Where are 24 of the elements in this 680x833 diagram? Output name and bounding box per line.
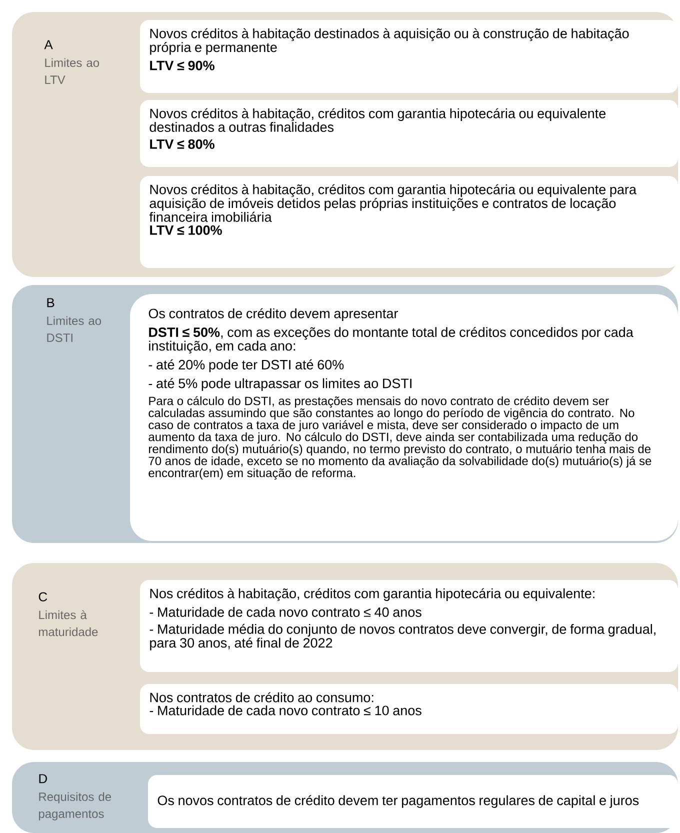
node-label: Novos créditos à habitação destinados à aquisição ou à construção de habitação própria e permanente <box>150 28 629 55</box>
node-label: Novos créditos à habitação, créditos com garantia hipotecária ou equivalente destinados a outras finalidades <box>150 108 606 132</box>
text-box: Novos créditos à habitação destinados à aquisição ou à construção de habitação própria e permanente LTV ≤ 90% <box>140 20 678 93</box>
node-label: - Maturidade de cada novo contrato ≤ 40 anos <box>150 607 422 617</box>
node-label: DSTI ≤ 50%, com as exceções do montante total de créditos concedidos por cada instituição, em cada ano: <box>149 326 634 354</box>
node-label: Nos contratos de crédito ao consumo: <box>150 692 374 702</box>
node-label: Nos créditos à habitação, créditos com garantia hipotecária ou equivalente: <box>150 588 594 601</box>
node-label: LTV ≤ 80% <box>150 139 214 149</box>
text-box: Os novos contratos de crédito devem ter pagamentos regulares de capital e juros <box>148 775 678 828</box>
node-label: LTV ≤ 90% <box>150 60 214 70</box>
node-label: Para o cálculo do DSTI, as prestações mensais do novo contrato de crédito devem ser calculadas assumindo que são constantes ao longo do período de vigência do contrato. No caso de contratos a taxa de juro variável e mista, deve ser considerado o impacto de um aumento da taxa de juro. No cálculo do DSTI, deve ainda ser contabilizada uma redução do rendimento do(s) mutuário(s) quando, no termo previsto do contrato, o mutuário tenha mais de 70 anos de idade, exceto se no momento da avaliação da solvabilidade do(s) mutuário(s) já se encontrar(em) em situação de reforma. <box>148 396 652 480</box>
text-box: Os contratos de crédito devem apresentar DSTI ≤ 50%, com as exceções do montante total de créditos concedidos por cada instituição, em cada ano: - até 20% pode ter DSTI até 60% - até 5% pode ultrapassar os limites ao DSTI Para o cálculo do DSTI, as prestações mensais do novo contrato de crédito devem ser calculadas assumindo que são constantes ao longo do período de vigência do contrato. No caso de contratos a taxa de juro variável e mista, deve ser considerado o impacto de um aumento da taxa de juro. No cálculo do DSTI, deve ainda ser contabilizada uma redução do rendimento do(s) mutuário(s) quando, no termo previsto do contrato, o mutuário tenha mais de 70 anos de idade, exceto se no momento da avaliação da solvabilidade do(s) mutuário(s) já se encontrar(em) em situação de reforma. <box>130 294 678 541</box>
text-box: Novos créditos à habitação, créditos com garantia hipotecária ou equivalente para aquisição de imóveis detidos pelas próprias instituições e contratos de locação financeira imobiliária LTV ≤ 100% <box>140 176 678 268</box>
text-box: Nos créditos à habitação, créditos com garantia hipotecária ou equivalente: - Maturidade de cada novo contrato ≤ 40 anos - Maturidade média do conjunto de novos contratos deve convergir, de forma gradual, para 30 anos, até final de 2022 <box>140 580 678 672</box>
node-label: - Maturidade média do conjunto de novos contratos deve convergir, de forma gradual, para 30 anos, até final de 2022 <box>150 624 656 650</box>
text-box: Novos créditos à habitação, créditos com garantia hipotecária ou equivalente destinados a outras finalidades LTV ≤ 80% <box>140 100 678 167</box>
node-label: LTV ≤ 100% <box>150 225 222 235</box>
node-label: Os novos contratos de crédito devem ter pagamentos regulares de capital e juros <box>158 795 639 808</box>
node-label: - Maturidade de cada novo contrato ≤ 10 anos <box>150 705 422 716</box>
node-label: Novos créditos à habitação, créditos com garantia hipotecária ou equivalente para aquisição de imóveis detidos pelas próprias instituições e contratos de locação financeira imobiliária <box>149 184 636 222</box>
node-label: Os contratos de crédito devem apresentar <box>148 308 398 321</box>
node-label: - até 5% pode ultrapassar os limites ao DSTI <box>148 378 412 391</box>
node-label: - até 20% pode ter DSTI até 60% <box>148 359 344 372</box>
text-box: Nos contratos de crédito ao consumo: - Maturidade de cada novo contrato ≤ 10 anos <box>140 684 678 734</box>
